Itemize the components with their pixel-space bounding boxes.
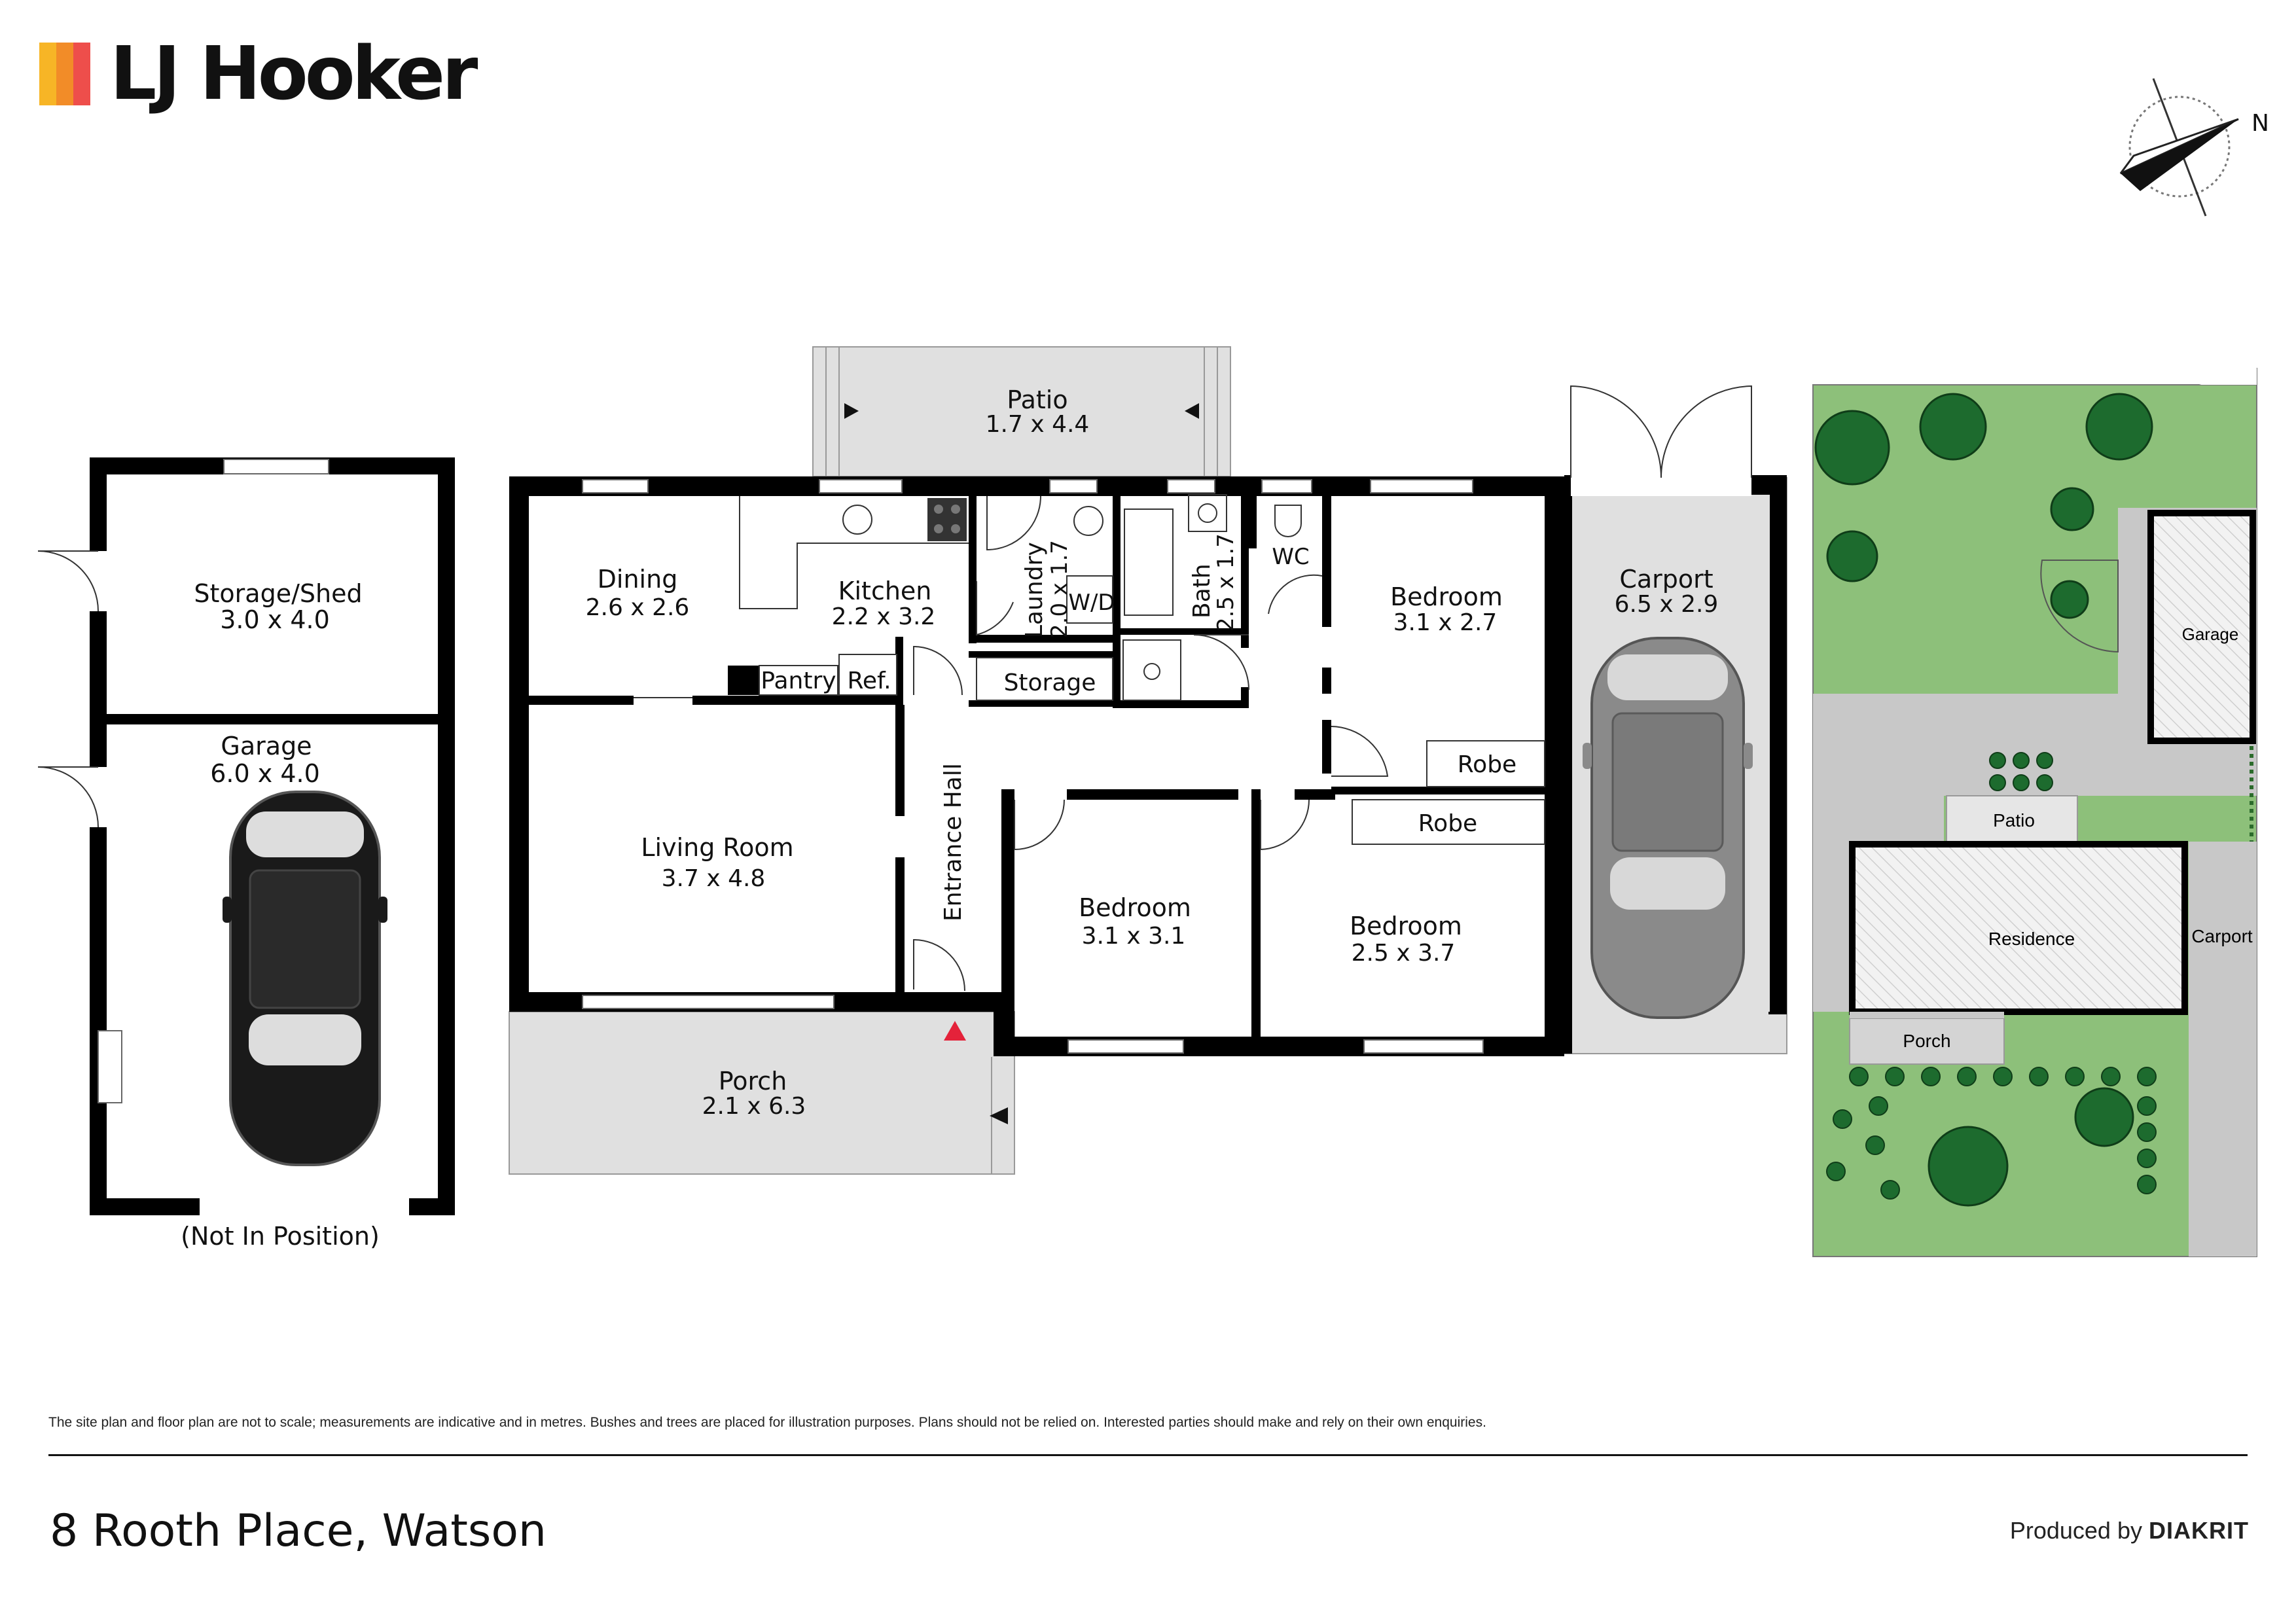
robe2-label: Robe [1418,810,1477,837]
garage-window [98,1030,122,1103]
carport-label: Carport [1619,565,1713,594]
garage-side-door-gap [90,767,107,827]
logo-bar-red [73,43,90,105]
site-patio [1946,795,2078,842]
carport-dims: 6.5 x 2.9 [1615,591,1719,618]
entry-marker-icon [944,1021,966,1041]
entrance-hall-label: Entrance Hall [940,763,967,921]
site-residence [1849,841,2188,1015]
shed-window [223,459,329,474]
bedroom3-dims: 2.5 x 3.7 [1352,940,1456,967]
bath-label: Bath [1189,563,1215,618]
dining-label: Dining [598,565,678,594]
shed-garage-divider [98,714,446,724]
logo-bar-orange [56,43,73,105]
washer-dryer-label: W/D [1068,590,1115,616]
step-arrow-icon [1185,403,1199,419]
tree-icons [1814,393,2153,1207]
sink-icon [842,505,872,535]
disclaimer-text: The site plan and floor plan are not to … [48,1415,1486,1430]
room-labels: Dining 2.6 x 2.6 Kitchen 2.2 x 3.2 Laund… [586,533,1517,967]
site-porch-label: Porch [1903,1031,1950,1051]
garage-dims: 6.0 x 4.0 [210,759,320,788]
step-arrow-icon [990,1107,1008,1124]
car-icon [223,791,387,1166]
compass-icon: N [2119,78,2269,217]
carport-gate [1570,385,1662,478]
storage-label: Storage [1004,669,1096,696]
living-room-dims: 3.7 x 4.8 [662,865,766,892]
patio: Patio 1.7 x 4.4 [812,346,1231,477]
carport: Carport 6.5 x 2.9 [1564,385,1787,1054]
footer-divider [48,1454,2248,1456]
kitchen-label: Kitchen [838,577,932,605]
property-address: 8 Rooth Place, Watson [50,1505,547,1557]
site-residence-label: Residence [1988,929,2075,949]
garage-label: Garage [221,732,312,760]
pantry-label: Pantry [761,668,836,694]
patio-label: Patio [1007,385,1067,414]
bedroom2-dims: 3.1 x 3.1 [1082,923,1186,950]
bedroom2-label: Bedroom [1079,893,1191,922]
produced-by-prefix: Produced by [2009,1517,2142,1544]
site-porch [1849,1018,2005,1065]
logo-bar-yellow [39,43,56,105]
dining-dims: 2.6 x 2.6 [586,594,690,621]
laundry-label: Laundry [1021,542,1048,638]
porch: Porch 2.1 x 6.3 [509,1011,1015,1175]
brand-logo: LJ Hooker [39,31,478,116]
site-garage-label: Garage [2182,624,2239,644]
site-garage [2147,510,2256,744]
robe1-label: Robe [1458,751,1516,778]
brand-logo-text: LJ Hooker [110,31,478,116]
wc-label: WC [1272,544,1309,570]
bedroom3-label: Bedroom [1350,912,1462,940]
shed-label: Storage/Shed [194,579,362,608]
garage-opening [200,1198,409,1216]
kitchen-dims: 2.2 x 3.2 [832,603,936,630]
ref-label: Ref. [847,668,891,694]
not-in-position-note: (Not In Position) [181,1222,380,1251]
porch-label: Porch [719,1067,787,1096]
patio-dims: 1.7 x 4.4 [986,411,1090,438]
brand-logo-bars [39,43,90,105]
bush-icons [1826,752,2157,1200]
carport-gate [1660,385,1752,478]
laundry-dims: 2.0 x 1.7 [1047,540,1073,638]
porch-dims: 2.1 x 6.3 [702,1093,806,1120]
shed-door [37,550,99,612]
produced-by: Produced by DIAKRIT [2010,1517,2249,1544]
door-swings [634,495,1389,991]
step-arrow-icon [844,403,859,419]
outbuilding: Storage/Shed 3.0 x 4.0 Garage 6.0 x 4.0 … [37,457,455,1251]
living-room-label: Living Room [641,833,793,862]
compass-north-label: N [2251,110,2269,137]
site-plan: Garage Patio Residence Carport Porch [1812,368,2257,1257]
windows [582,479,1484,1054]
bedroom1-dims: 3.1 x 2.7 [1393,609,1498,636]
site-carport-label: Carport [2191,926,2253,946]
site-patio-label: Patio [1993,810,2035,830]
shed-door-gap [90,551,107,611]
car-icon [1583,637,1753,1019]
fittings [739,494,1545,845]
bedroom1-label: Bedroom [1390,582,1503,611]
garage-side-door [37,766,99,828]
produced-by-brand: DIAKRIT [2149,1517,2249,1544]
bath-dims: 2.5 x 1.7 [1213,533,1239,632]
shed-dims: 3.0 x 4.0 [220,605,330,634]
